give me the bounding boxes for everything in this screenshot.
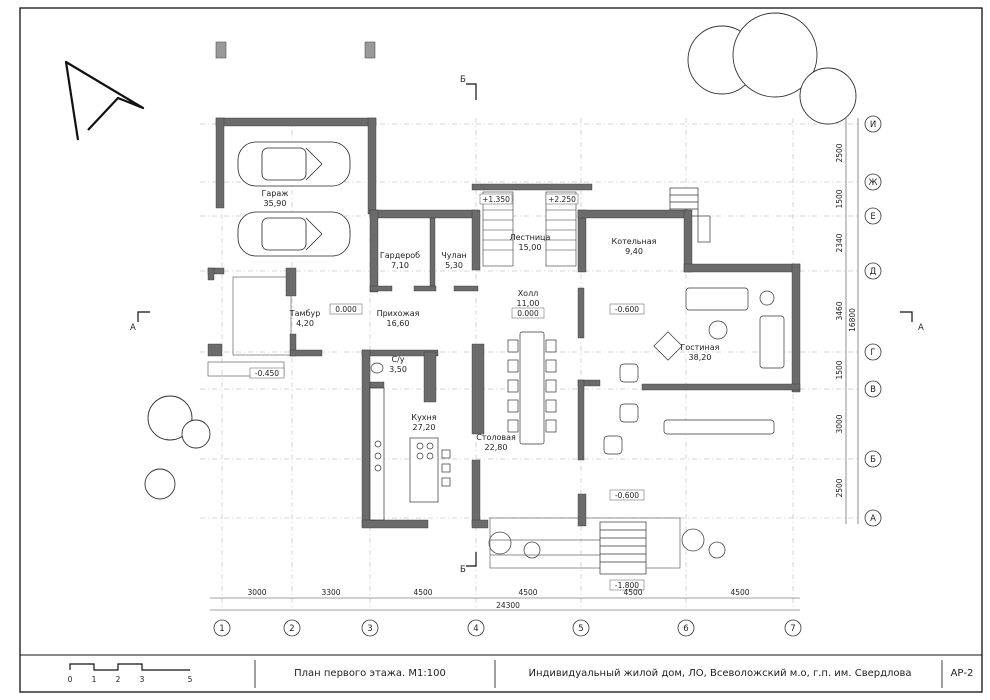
scale-bar (69, 663, 190, 671)
room-area: 7,10 (391, 261, 409, 270)
car-icon (237, 141, 351, 257)
section-label: Б (460, 75, 466, 85)
walls (207, 117, 801, 529)
level-mark: -0.600 (615, 491, 639, 500)
dimension-text: 1500 (835, 360, 844, 379)
level-mark: -0.450 (255, 369, 279, 378)
axis-label: 2 (289, 624, 294, 634)
axis-label: Г (870, 348, 875, 358)
project-title: Индивидуальный жилой дом, ЛО, Всеволожск… (528, 668, 911, 679)
room-label: Холл (518, 289, 539, 298)
dimension-lines (210, 118, 859, 611)
interior-stair (482, 191, 577, 267)
dimension-total: 24300 (496, 601, 520, 610)
dimension-text: 4500 (413, 588, 432, 597)
dimension-text: 3300 (321, 588, 340, 597)
scale-label: 1 (92, 675, 97, 684)
shrub-icon (488, 528, 726, 559)
room-area: 3,50 (389, 365, 407, 374)
dimension-text: 4500 (730, 588, 749, 597)
room-area: 5,30 (445, 261, 463, 270)
sheet-title: План первого этажа. М1:100 (294, 668, 446, 679)
axis-label: В (870, 385, 876, 395)
axis-label: Е (870, 212, 875, 222)
axis-label: Б (870, 455, 876, 465)
level-mark: -1.800 (615, 581, 639, 590)
tree-icon (144, 12, 857, 500)
room-area: 4,20 (296, 319, 314, 328)
scale-label: 3 (140, 675, 145, 684)
level-mark: 0.000 (517, 309, 539, 318)
room-label: Тамбур (289, 309, 321, 318)
room-label: Кухня (411, 413, 436, 422)
room-label: Гараж (262, 189, 289, 198)
dimension-text: 2340 (835, 233, 844, 252)
room-area: 15,00 (519, 243, 542, 252)
room-area: 38,20 (689, 353, 712, 362)
room-area: 16,60 (387, 319, 410, 328)
level-boxes (249, 193, 645, 591)
section-marks (137, 83, 913, 567)
room-area: 11,00 (517, 299, 540, 308)
dimension-text: 3000 (835, 414, 844, 433)
room-label: С/у (391, 355, 404, 364)
room-area: 22,80 (485, 443, 508, 452)
dimension-text: 4500 (623, 588, 642, 597)
level-mark: -0.600 (615, 305, 639, 314)
sheet-frame (19, 7, 983, 693)
axis-label: 4 (473, 624, 478, 634)
scale-label: 5 (188, 675, 193, 684)
axis-label: 5 (578, 624, 583, 634)
dimension-text: 1500 (835, 189, 844, 208)
scale-label: 2 (116, 675, 121, 684)
dimension-total: 16800 (848, 308, 857, 332)
section-label: А (130, 323, 136, 333)
terrace-stair (599, 187, 711, 575)
room-label: Чулан (441, 251, 466, 260)
axis-label: 7 (790, 624, 795, 634)
room-label: Гардероб (380, 251, 420, 260)
level-mark: +1.350 (482, 195, 510, 204)
room-area: 35,90 (264, 199, 287, 208)
level-mark: +2.250 (548, 195, 576, 204)
axis-label: А (870, 514, 876, 524)
room-label: Лестница (510, 233, 551, 242)
sheet-code: АР-2 (951, 668, 974, 679)
scale-label: 0 (68, 675, 73, 684)
axis-label: 6 (683, 624, 688, 634)
room-label: Столовая (476, 433, 516, 442)
level-mark: 0.000 (335, 305, 357, 314)
axis-label: Ж (868, 178, 877, 188)
room-area: 27,20 (413, 423, 436, 432)
parking-posts (215, 41, 376, 59)
axis-label: Д (870, 267, 877, 277)
axis-label: 3 (367, 624, 372, 634)
room-area: 9,40 (625, 247, 643, 256)
axis-bubbles (213, 115, 882, 637)
dimension-text: 2500 (835, 478, 844, 497)
section-label: А (918, 323, 924, 333)
axis-label: И (870, 120, 876, 130)
room-label: Прихожая (377, 309, 420, 318)
living-furniture (603, 287, 785, 455)
dimension-text: 2500 (835, 143, 844, 162)
dining-table (507, 331, 557, 445)
section-label: Б (460, 565, 466, 575)
dimension-text: 3000 (247, 588, 266, 597)
north-arrow-icon (64, 60, 145, 141)
kitchen-furniture (369, 362, 451, 521)
dimension-text: 3460 (835, 301, 844, 320)
room-label: Котельная (612, 237, 657, 246)
room-label: Гостиная (681, 343, 720, 352)
axis-label: 1 (219, 624, 224, 634)
dimension-text: 4500 (518, 588, 537, 597)
